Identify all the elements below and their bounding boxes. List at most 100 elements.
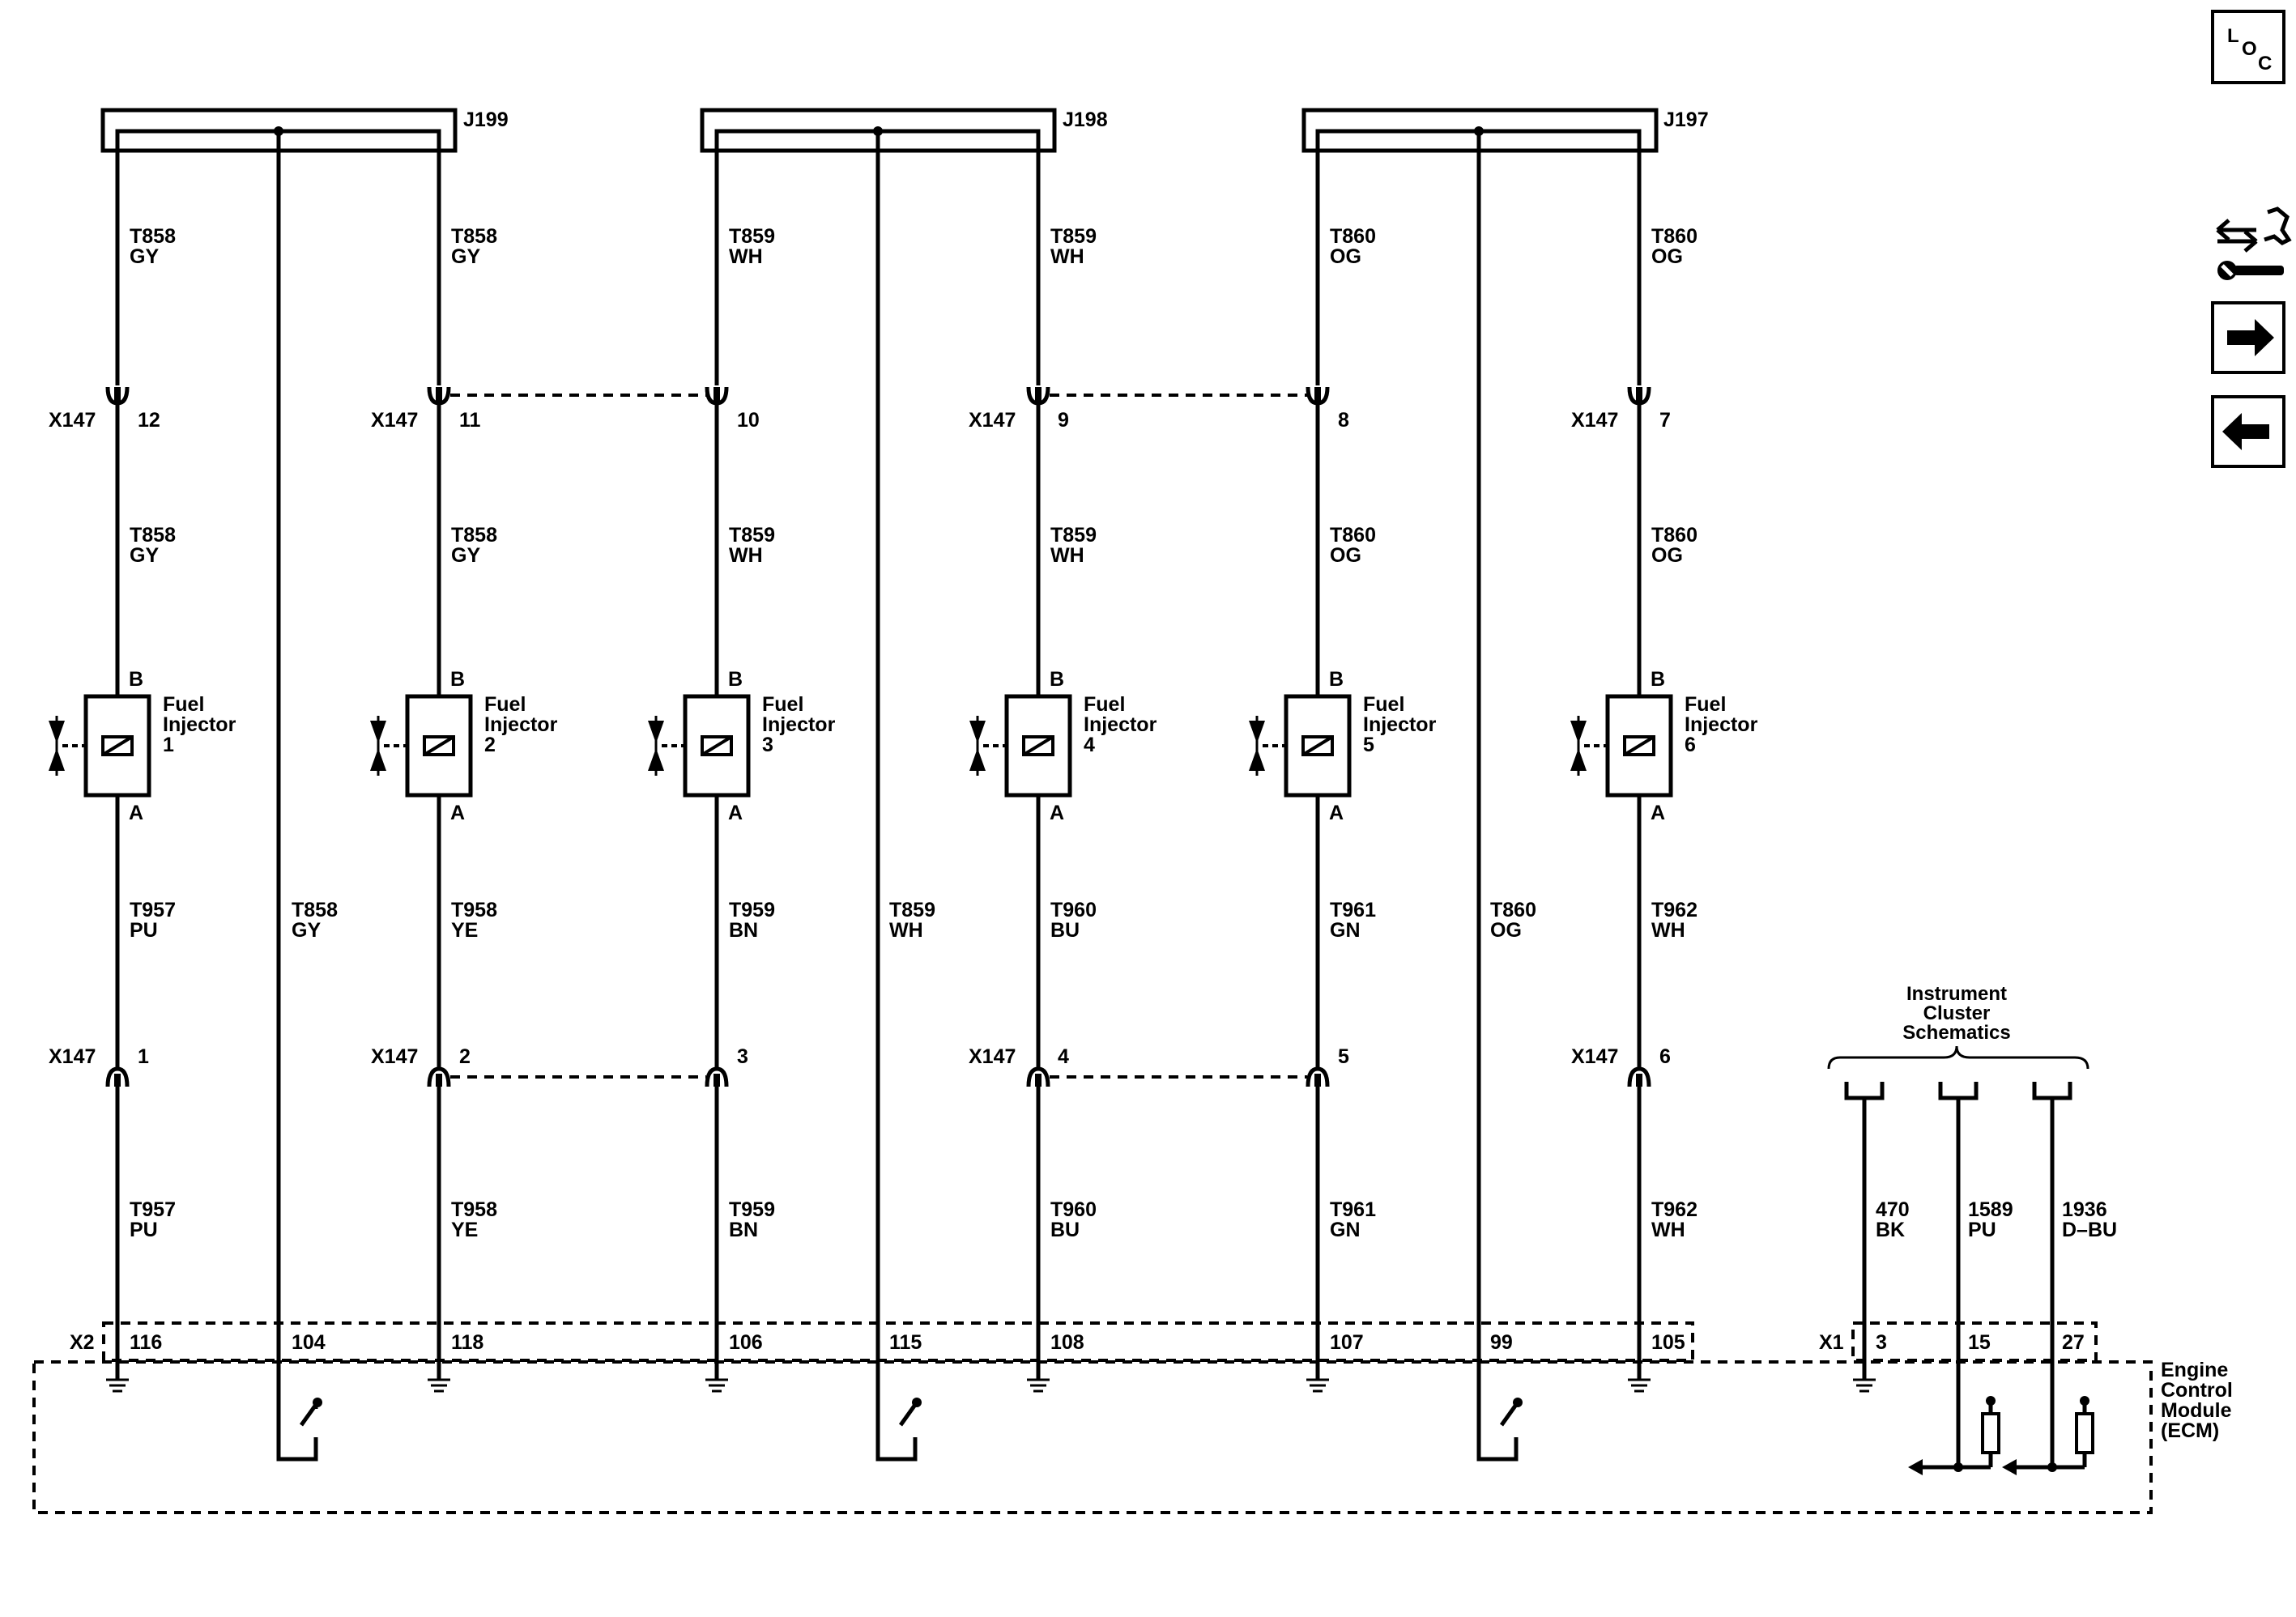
x147-label-4: X147 xyxy=(969,409,1016,432)
x2-pin: 105 xyxy=(1651,1331,1685,1354)
ground-icon xyxy=(705,1362,728,1393)
injector-pin-b: B xyxy=(450,668,465,691)
splice-pack-j199-label: J199 xyxy=(463,109,509,131)
x147-pin-upper: 8 xyxy=(1338,409,1349,432)
x147-pin-upper: 9 xyxy=(1058,409,1069,432)
x147-pin-lower: 5 xyxy=(1338,1045,1349,1068)
x147-pin-lower: 4 xyxy=(1058,1045,1069,1068)
injector-pin-a: A xyxy=(728,802,743,824)
x2-pin: 118 xyxy=(451,1331,483,1354)
x2-pin: 116 xyxy=(130,1331,162,1354)
injector-pin-a: A xyxy=(450,802,465,824)
x147-pin-upper: 11 xyxy=(459,409,481,432)
ground-icon xyxy=(1853,1362,1876,1393)
splice-pack-j198-label: J198 xyxy=(1063,109,1108,131)
loc-letter-l: L xyxy=(2227,25,2239,47)
x147-label-l1: X147 xyxy=(49,1045,96,1068)
injector-pin-a: A xyxy=(129,802,143,824)
x147-label-6: X147 xyxy=(1571,409,1618,432)
x2-pin: 106 xyxy=(729,1331,763,1354)
injector-pin-b: B xyxy=(1651,668,1665,691)
location-view-button[interactable]: L O C xyxy=(2211,10,2285,84)
previous-page-button[interactable] xyxy=(2211,395,2285,468)
x1-pin: 27 xyxy=(2062,1331,2085,1354)
x147-label-l4: X147 xyxy=(969,1045,1016,1068)
x147-pin-upper: 12 xyxy=(138,409,160,432)
splice-pack-j197-label: J197 xyxy=(1663,109,1709,131)
ground-icon xyxy=(1306,1362,1329,1393)
connector-tool-icon[interactable] xyxy=(2216,206,2292,280)
x2-pin: 115 xyxy=(889,1331,922,1354)
injector-pin-a: A xyxy=(1050,802,1064,824)
x147-label-l2: X147 xyxy=(371,1045,418,1068)
x147-lower-connectors xyxy=(105,1066,1651,1087)
x147-pin-upper: 7 xyxy=(1659,409,1671,432)
ecm-ground-symbols xyxy=(106,1362,1876,1393)
injector-pin-a: A xyxy=(1651,802,1665,824)
x2-pin: 107 xyxy=(1330,1331,1364,1354)
ecm-feed-t859 xyxy=(875,131,922,1462)
x147-upper-connectors xyxy=(105,386,1651,406)
ecm-connector-x2-label: X2 xyxy=(70,1331,95,1354)
injector-pin-b: B xyxy=(1050,668,1064,691)
ecm-feed-t860 xyxy=(1476,131,1523,1462)
ecm-connector-x1-label: X1 xyxy=(1819,1331,1844,1354)
x1-pin: 15 xyxy=(1968,1331,1991,1354)
ground-icon xyxy=(106,1362,129,1393)
arrow-left-icon xyxy=(2222,413,2269,450)
arrow-right-icon xyxy=(2227,319,2274,356)
x2-pin: 104 xyxy=(292,1331,326,1354)
ecm-resistor-15 xyxy=(1908,1396,2000,1475)
x2-pin: 99 xyxy=(1490,1331,1513,1354)
x147-pin-lower: 6 xyxy=(1659,1045,1671,1068)
injector-pin-a: A xyxy=(1329,802,1344,824)
x1-pin: 3 xyxy=(1876,1331,1887,1354)
x147-label-2: X147 xyxy=(371,409,418,432)
ground-icon xyxy=(428,1362,450,1393)
injector-pin-b: B xyxy=(129,668,143,691)
ecm-connector-x2 xyxy=(102,1321,1694,1362)
x147-pin-lower: 1 xyxy=(138,1045,149,1068)
next-page-button[interactable] xyxy=(2211,301,2285,374)
ecm-connector-x1 xyxy=(1851,1321,2098,1362)
